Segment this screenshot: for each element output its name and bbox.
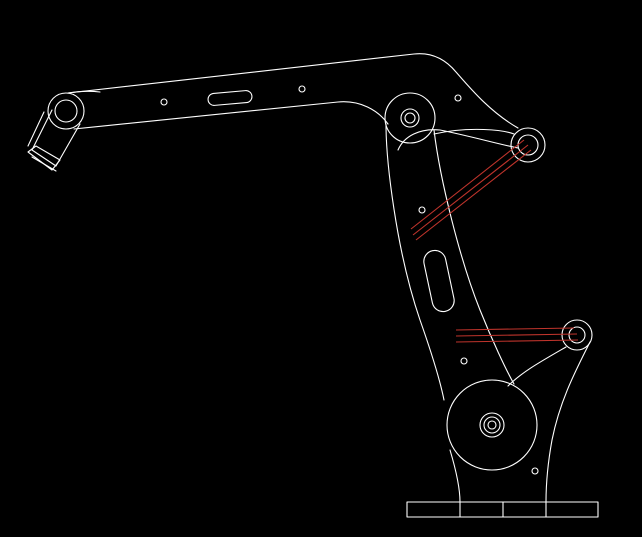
gripper-plate-line [31, 156, 57, 172]
wrist-bracket [31, 109, 81, 167]
base-support-left [449, 449, 461, 503]
rear-link-arc [433, 128, 515, 135]
base-joint-ring [479, 412, 505, 438]
base-lever-joint-outer [561, 319, 593, 351]
base-joint-outer [446, 379, 538, 471]
shoulder-joint-inner [54, 99, 78, 123]
upper-rod-line-3 [415, 149, 532, 241]
elbow-joint-pin [404, 112, 416, 124]
base-lever-edge [507, 346, 567, 387]
lower-rod-line-1 [455, 327, 575, 331]
end-effector [27, 109, 81, 172]
forearm-right-edge [433, 129, 515, 385]
upper-rod-line-1 [410, 139, 525, 230]
forearm-left-edge [385, 123, 445, 401]
rear-link [433, 127, 546, 163]
base-plate [406, 501, 599, 518]
link-rod-lower [455, 327, 579, 343]
upper-arm-top-edge [67, 90, 101, 94]
upper-arm [47, 53, 519, 151]
elbow-joint-outer [384, 92, 436, 144]
base-link [446, 319, 593, 503]
base-joint-pin [487, 420, 497, 430]
forearm-hole-2 [460, 357, 468, 365]
forearm-hole-1 [418, 206, 426, 214]
upper-arm-hole-3 [454, 94, 462, 102]
lower-rod-line-2 [455, 333, 578, 337]
upper-rod-line-2 [412, 144, 529, 236]
rear-link-joint-outer [510, 127, 546, 163]
base-support-right [545, 341, 591, 503]
upper-arm-slot [207, 90, 253, 106]
link-rod-upper [410, 139, 532, 241]
upper-arm-outline [67, 53, 519, 151]
lower-rod-line-3 [455, 339, 579, 343]
wrist-bracket-inner [27, 111, 45, 147]
forearm-slot [423, 249, 455, 313]
forearm [384, 92, 515, 401]
upper-arm-hole-1 [160, 98, 168, 106]
base-hole [531, 467, 539, 475]
upper-arm-hole-2 [298, 85, 306, 93]
shoulder-joint-outer [47, 92, 85, 130]
elbow-joint-ring [400, 108, 420, 128]
base-joint-inner [483, 416, 501, 434]
base-lever-joint-inner [568, 326, 586, 344]
